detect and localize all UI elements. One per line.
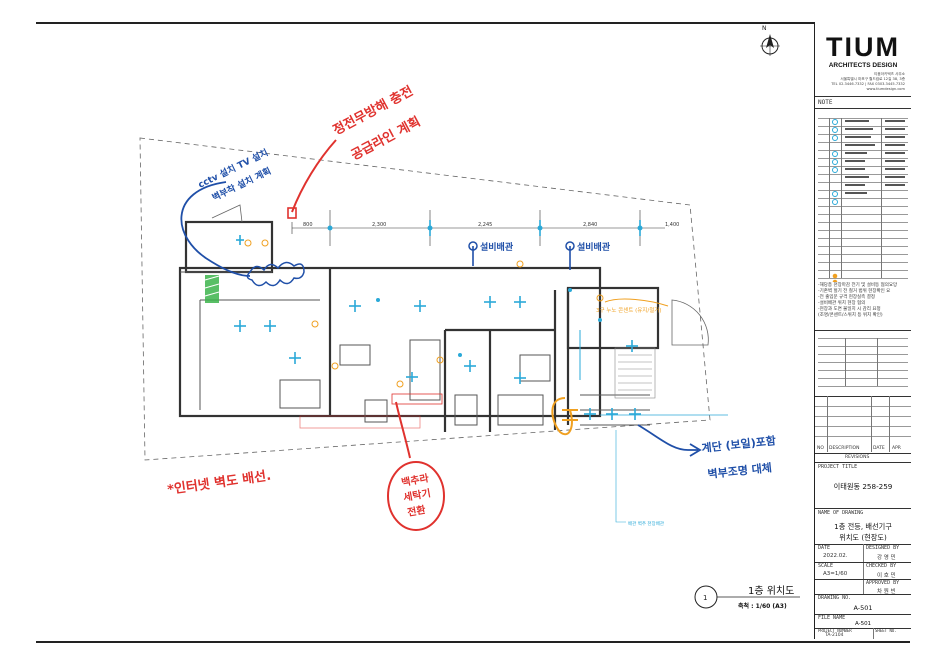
red-leader xyxy=(291,139,337,213)
hatched-wall xyxy=(205,275,219,303)
project-title-label: PROJECT TITLE xyxy=(818,464,858,470)
red-note-bottom-2: 세탁기 xyxy=(402,486,431,504)
building-walls xyxy=(178,220,660,432)
checked-label: CHECKED BY xyxy=(866,563,897,569)
drawing-no: A-501 xyxy=(853,604,873,612)
dimension-label: 1,400 xyxy=(665,222,679,228)
red-note-left: *인터넷 벽도 배선. xyxy=(166,468,272,498)
designed-label: DESIGNED BY xyxy=(866,545,900,551)
scale-label: SCALE xyxy=(818,563,834,569)
dimension-label: 800 xyxy=(303,222,313,228)
blue-note-mid-1: 설비배관 xyxy=(480,241,514,253)
drawing-title-label: NAME OF DRAWING xyxy=(818,510,864,516)
logo: TIUM xyxy=(826,32,900,62)
red-leader xyxy=(395,401,411,459)
file-name: A-501 xyxy=(854,621,872,627)
date-label: DATE xyxy=(818,545,831,551)
door-swing xyxy=(671,299,709,346)
dimension-label: 2,245 xyxy=(478,222,492,228)
stair-block xyxy=(614,347,656,399)
red-note-bottom-3: 전환 xyxy=(406,503,427,519)
note-line: -해당층 천장마감 전기 및 설비등 협의요망 xyxy=(818,283,898,288)
orange-markup xyxy=(551,397,573,436)
drawing-sheet xyxy=(36,22,910,643)
legend-symbols xyxy=(832,119,905,282)
blue-leader xyxy=(637,424,698,451)
logo-subtitle: ARCHITECTS DESIGN xyxy=(828,62,898,69)
address-line: 티움아키텍츠 사무소 xyxy=(874,72,905,76)
approved-label: APPROVED BY xyxy=(866,580,900,586)
checked-value: 이 호 민 xyxy=(877,573,896,579)
red-circle xyxy=(387,461,445,531)
title-block: TIUM ARCHITECTS DESIGN 티움아키텍츠 사무소 서울특별시 … xyxy=(814,22,911,639)
file-name-label: FILE NAME xyxy=(818,615,846,621)
red-note-bottom-1: 백추라 xyxy=(400,471,430,489)
note-line: -설비배관 위치 현장 협의 xyxy=(818,301,866,306)
rev-header-description: DESCRIPTION xyxy=(829,446,860,451)
note-label: NOTE xyxy=(818,99,833,106)
project-number: TA-2104 xyxy=(825,633,844,638)
dimension-label: 2,840 xyxy=(583,222,597,228)
north-label: N xyxy=(762,25,767,32)
designed-value: 강 영 민 xyxy=(877,555,896,561)
blue-leader xyxy=(180,181,251,277)
drawing-caption-scale: 축척 : 1/60 (A3) xyxy=(738,603,787,610)
drawing-title-line1: 1층 전등, 배선기구 xyxy=(834,522,892,531)
blue-note-right-1: 계단 (보일)포함 xyxy=(701,433,777,455)
address-line: 서울특별시 마포구 월드컵로 12길 38, 3층 xyxy=(840,77,905,81)
drawing-title-line2: 위치도 (현장도) xyxy=(839,533,887,542)
site-boundary xyxy=(139,137,711,461)
fixture-dots xyxy=(327,225,643,357)
note-line: -전 출입문 규격 현장실측 결정 xyxy=(818,295,876,300)
note-line: -현장과 도면 불일치 시 감리 요청 xyxy=(818,307,881,312)
date-value: 2022.02. xyxy=(823,553,848,559)
note-line: -기존벽 헐기 전 철거 범위 현장확인 요 xyxy=(818,289,891,294)
rev-header-apr: APR xyxy=(892,446,901,451)
drawing-no-label: DRAWING NO. xyxy=(818,595,852,601)
note-line: (조명/콘센트/스위치 등 위치 확인) xyxy=(818,313,883,318)
orange-note: 3구 누노 콘센트 (유지/철거) xyxy=(596,306,662,314)
interior-walls xyxy=(180,271,650,426)
project-title: 이태원동 258-259 xyxy=(833,482,893,491)
blue-note-mid-2: 설비배관 xyxy=(577,241,611,253)
scale-value: A3=1/60 xyxy=(823,571,848,577)
blue-note-right-2: 벽부조명 대체 xyxy=(707,460,773,481)
blue-cloud xyxy=(246,261,305,287)
address-line: TEL 02.3446.7332 | FAX 0303.3445.7332 xyxy=(831,82,905,86)
rev-header-no: NO xyxy=(817,446,824,451)
revisions-label: REVISIONS xyxy=(845,455,870,460)
caption-number: 1 xyxy=(703,594,707,602)
floor-note: 배관 벽추 천장배관 xyxy=(628,520,664,527)
dimension-label: 2,300 xyxy=(372,222,386,228)
rev-header-date: DATE xyxy=(873,446,885,451)
sheet-no-label: SHEET NO. xyxy=(875,628,897,633)
dimension-line xyxy=(291,210,665,246)
fixture-markers xyxy=(234,220,641,420)
orange-tags xyxy=(244,239,604,388)
project-number-label: PROJECT NUMBER xyxy=(818,628,852,633)
approved-value: 차 원 빈 xyxy=(877,589,896,595)
drawing-caption-title: 1층 위치도 xyxy=(748,586,795,597)
address-line: www.tiumdesign.com xyxy=(866,87,905,91)
